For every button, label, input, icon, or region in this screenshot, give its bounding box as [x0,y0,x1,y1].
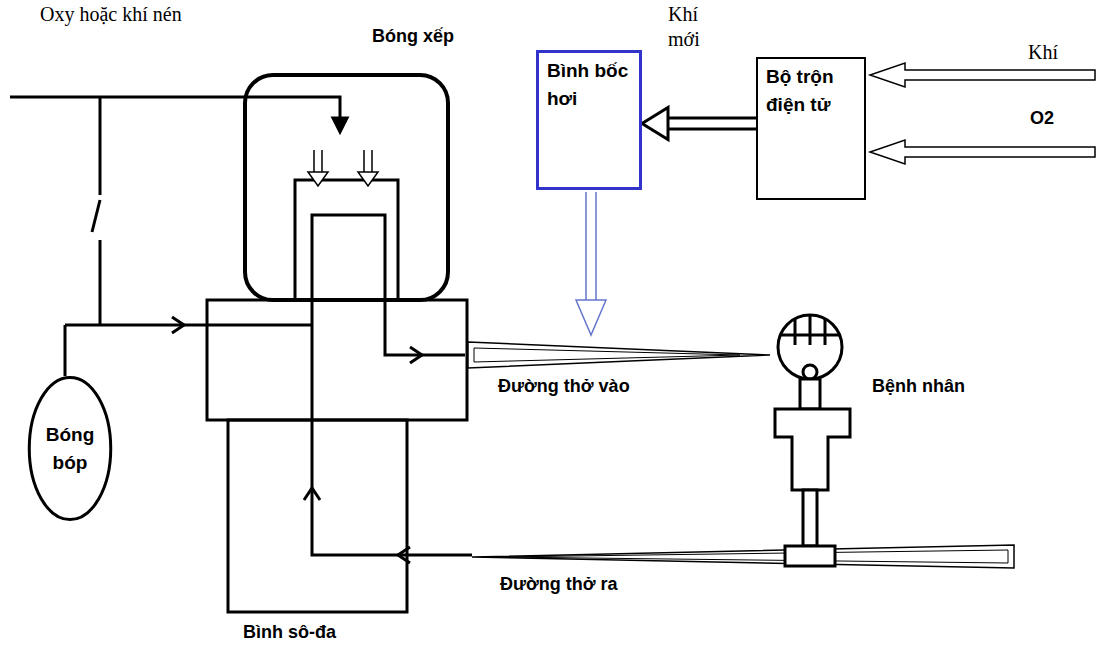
flow-chevron [172,317,184,333]
bag-line [64,325,67,376]
inspiratory-tube [312,215,465,355]
soda-canister [228,420,407,612]
arrow-shaft [668,117,756,131]
part-name: Bệnh nhân [872,376,965,398]
switch-symbol [92,200,100,232]
gas-label: O2 [1030,108,1054,130]
arrow-head [333,118,347,132]
gas-label: Khí [1028,40,1058,64]
node-text: Bóng bóp [38,421,102,476]
gas-label: Khí mới [668,2,716,52]
mixer-box: Bộ trộn điện tử [756,57,866,200]
expiratory-tube [312,330,472,555]
bellows-housing [245,75,448,300]
node-text: Bộ trộn điện tử [766,63,856,118]
patient-figure [775,315,850,566]
gas-source-label: Oxy hoặc khí nén [40,2,182,26]
inlet-arrow [870,63,1095,87]
part-name: Bình sô-đa [243,622,336,644]
part-name: Bóng xếp [372,26,454,48]
flow-chevron [410,347,422,363]
inspiratory-arrow [468,342,770,368]
flow-chevron [304,488,320,500]
ellipse-outline [29,377,110,519]
arrow-shaft-inner [668,120,756,128]
drive-gas-arrows [308,150,378,186]
ellipse-outline [28,376,112,521]
flow-arrow [642,108,756,140]
branch-line [99,97,102,195]
expiratory-arrow [472,545,1014,568]
inspiratory-arrow-inner [474,348,740,362]
gas-supply-line [10,97,340,120]
arrow-head [642,108,668,140]
valve-block [207,300,467,420]
flow-chevron [398,547,410,563]
bag-ellipse: Bóng bóp [28,376,112,521]
expiratory-arrow-inner [500,550,1008,563]
bellows-inner [295,180,398,300]
part-name: Đường thở vào [498,376,630,398]
vaporizer-box: Bình bốc hơi [536,50,642,190]
node-text: Bình bốc hơi [547,57,631,112]
vaporizer-output-arrow [576,192,606,335]
bag-line [65,324,312,327]
part-name: Đường thở ra [500,574,618,596]
branch-line [99,240,102,325]
inlet-arrow [870,140,1095,164]
